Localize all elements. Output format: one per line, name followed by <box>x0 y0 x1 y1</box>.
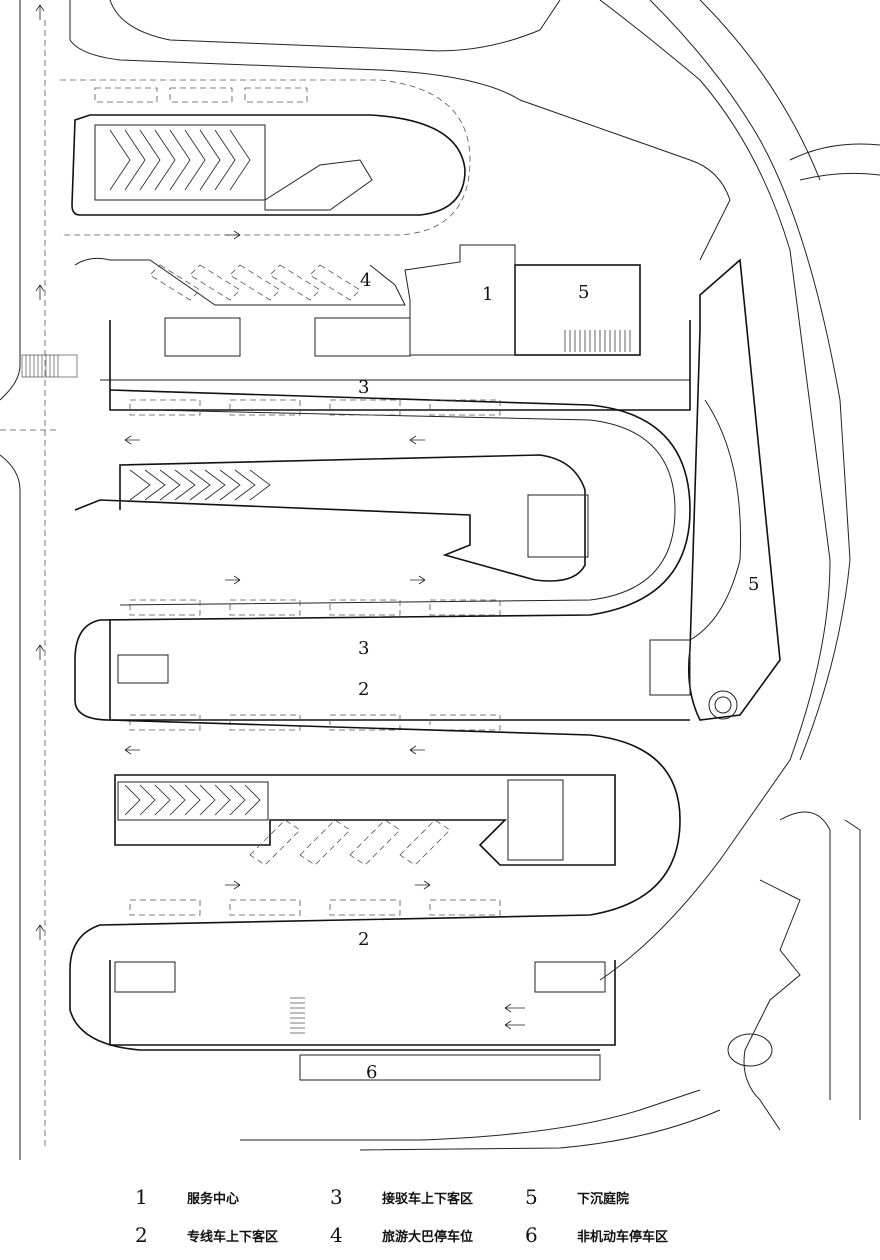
zone-label-2-row2: 2 <box>358 679 369 700</box>
main-loop-2-outer <box>69 719 681 1051</box>
bottom-platform <box>109 960 616 1046</box>
outer-road-3 <box>699 0 821 181</box>
legend-number: 3 <box>330 1185 343 1209</box>
lower-ramp <box>117 781 269 821</box>
outer-road-4 <box>789 143 880 161</box>
stair-core-1 <box>164 317 241 357</box>
spiral-stair <box>708 690 738 720</box>
bike-parking-zone <box>299 1054 601 1081</box>
legend-number: 5 <box>525 1185 538 1209</box>
sunken-court-top <box>514 264 641 356</box>
outer-road-2 <box>649 0 851 761</box>
stair-core-2 <box>527 494 589 558</box>
left-road-lower <box>0 454 21 1160</box>
legend-label: 服务中心 <box>187 1191 240 1207</box>
zone-label-2-bottom: 2 <box>358 929 369 950</box>
legend-item-2: 2 专线车上下客区 <box>135 1223 278 1247</box>
top-road-outer <box>69 39 731 261</box>
east-canopy <box>687 258 781 721</box>
parking-diagonals-4 <box>74 257 406 306</box>
service-center <box>404 244 516 356</box>
crosswalk <box>21 354 78 378</box>
top-road-centerline <box>60 79 471 236</box>
legend-item-5: 5 下沉庭院 <box>525 1185 629 1209</box>
legend-label: 下沉庭院 <box>577 1191 630 1207</box>
main-loop-1-inner <box>119 409 676 606</box>
zone-label-5-top: 5 <box>578 282 589 303</box>
legend-label: 专线车上下客区 <box>187 1229 279 1245</box>
zone-label-1: 1 <box>482 284 493 305</box>
east-street-2 <box>844 819 861 1120</box>
legend-item-4: 4 旅游大巴停车位 <box>330 1223 473 1247</box>
main-loop-1-outer <box>74 389 691 721</box>
platform-row-2 <box>109 620 690 721</box>
top-road-inner <box>109 0 561 52</box>
toilet-block <box>314 317 411 357</box>
zone-label-3-row2: 3 <box>358 638 369 659</box>
upper-island <box>94 124 266 201</box>
stair-core-3 <box>117 654 169 684</box>
legend-item-6: 6 非机动车停车区 <box>525 1223 668 1247</box>
stair-core-4 <box>507 779 564 861</box>
roundabout <box>727 1033 773 1067</box>
zone-label-4: 4 <box>360 270 371 291</box>
lower-building <box>114 774 616 866</box>
outer-road-5 <box>799 172 880 181</box>
zone-label-5-east: 5 <box>748 574 759 595</box>
outer-road-1 <box>599 0 831 981</box>
site-plan-drawing: 1 5 4 3 5 3 2 2 6 <box>0 0 880 1160</box>
east-ramp-path <box>743 879 801 1131</box>
upper-ramp <box>264 159 373 211</box>
platform-row-1 <box>109 320 691 411</box>
stair-core-6 <box>534 961 606 993</box>
east-street-1 <box>779 811 831 1100</box>
legend-item-3: 3 接驳车上下客区 <box>330 1185 473 1209</box>
legend-number: 4 <box>330 1223 343 1247</box>
stair-core-7 <box>649 639 691 696</box>
legend: 1 服务中心 3 接驳车上下客区 5 下沉庭院 2 专线车上下客区 4 旅游大巴… <box>0 1185 880 1260</box>
legend-number: 1 <box>135 1185 148 1209</box>
legend-number: 6 <box>525 1223 538 1247</box>
legend-number: 2 <box>135 1223 148 1247</box>
legend-label: 非机动车停车区 <box>577 1229 669 1245</box>
pill-island-1 <box>74 454 586 582</box>
upper-loop-outer <box>71 114 466 216</box>
left-road-edge <box>0 0 21 401</box>
east-court-edge <box>689 399 742 641</box>
stair-core-5 <box>114 961 176 993</box>
legend-label: 接驳车上下客区 <box>382 1191 474 1207</box>
zone-label-6: 6 <box>366 1062 377 1083</box>
south-road-2 <box>359 1109 721 1151</box>
south-road <box>240 1089 701 1141</box>
zone-label-3-row1: 3 <box>358 377 369 398</box>
legend-label: 旅游大巴停车位 <box>382 1229 474 1245</box>
legend-item-1: 1 服务中心 <box>135 1185 239 1209</box>
